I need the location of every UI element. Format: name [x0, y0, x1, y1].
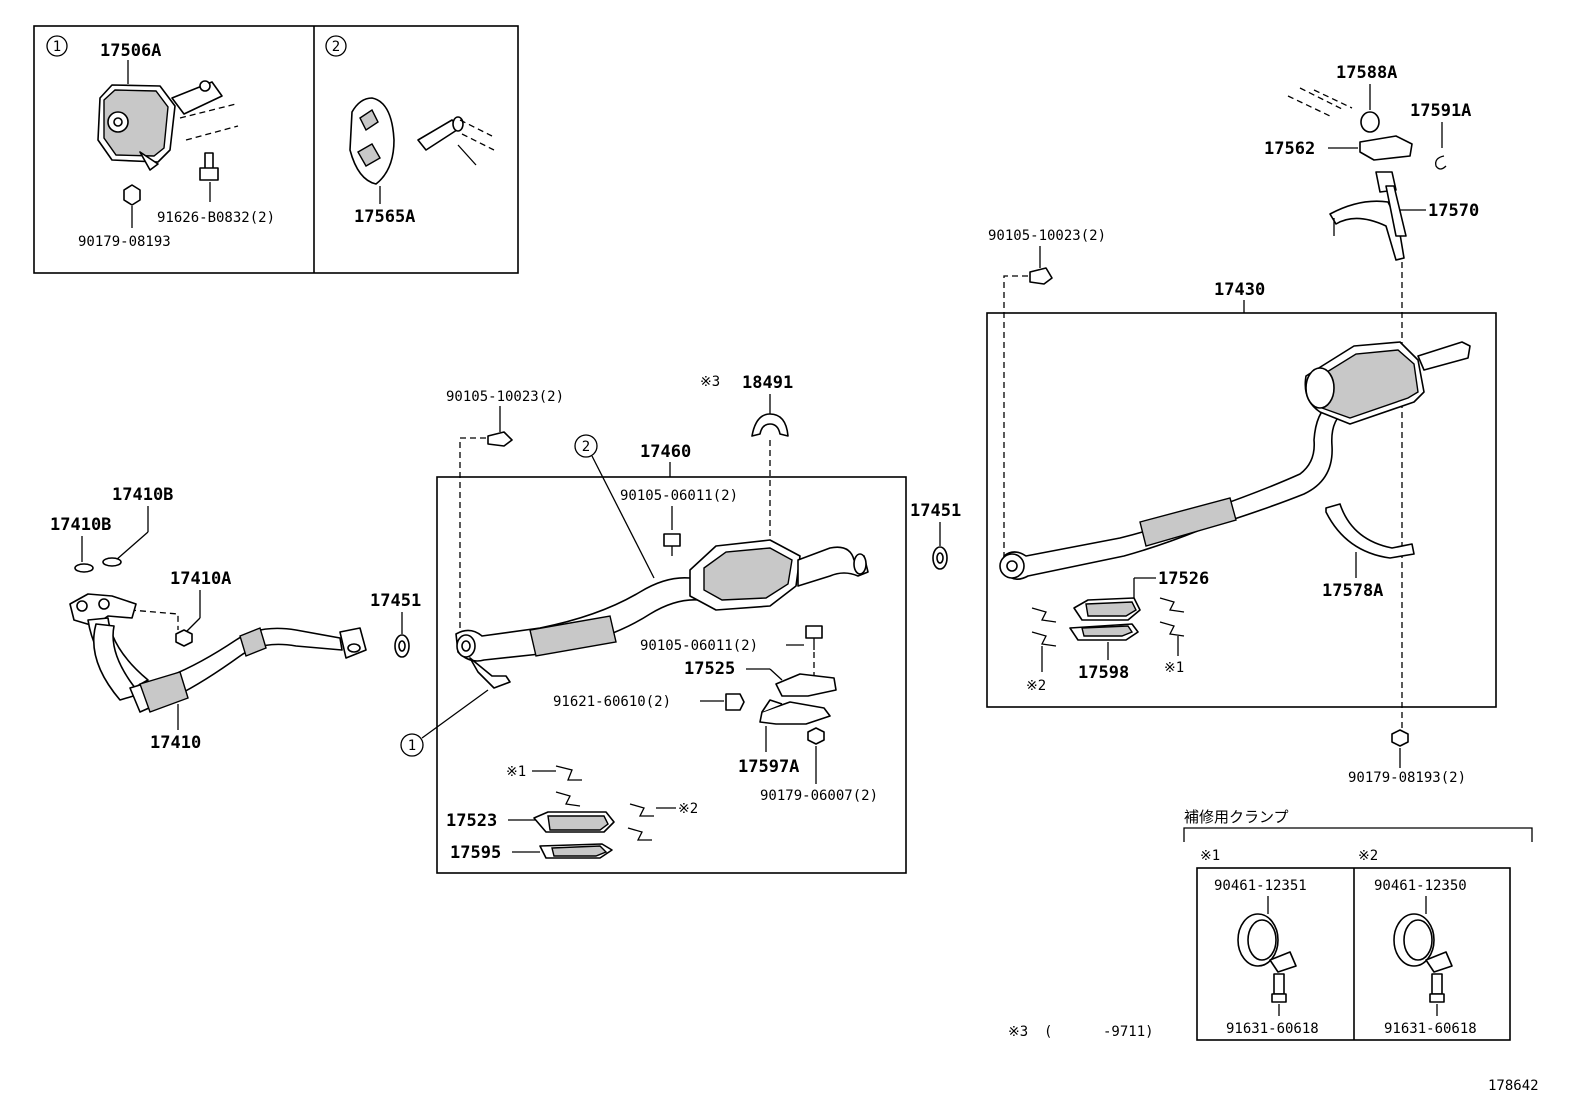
label-17506A: 17506A [100, 41, 161, 61]
inset-boxes [33, 25, 519, 274]
callout-marker-2 [574, 434, 598, 458]
cushion-17588A [1360, 111, 1380, 133]
gasket-17410B-a [74, 563, 94, 573]
label-91626-B0832: 91626-B0832(2) [157, 210, 275, 226]
bolt-90105-10023-tail [1029, 267, 1053, 285]
label-90105-06011-mid: 90105-06011(2) [620, 488, 738, 504]
label-90461-12351: 90461-12351 [1214, 878, 1307, 894]
label-90105-10023-tail: 90105-10023(2) [988, 228, 1106, 244]
label-17410: 17410 [150, 733, 201, 753]
label-17460: 17460 [640, 442, 691, 462]
tail-pipe-17430 [1003, 403, 1347, 580]
inset-2: 2 17565A [325, 35, 495, 227]
insulator-17597A [759, 701, 831, 725]
label-17410B-top: 17410B [112, 485, 173, 505]
label-17430: 17430 [1214, 280, 1265, 300]
label-90461-12350: 90461-12350 [1374, 878, 1467, 894]
gasket-right-group: 17451 [910, 501, 961, 570]
callout-marker-1-text: 1 [408, 738, 416, 754]
inset-1-marker: 1 [53, 39, 61, 55]
bolt-90105-10023-center [487, 431, 513, 447]
note-3-marker: ※3 [700, 374, 720, 390]
label-17525: 17525 [684, 659, 735, 679]
callout-marker-2-text: 2 [582, 439, 590, 455]
label-17591A: 17591A [1410, 101, 1471, 121]
gasket-left-group: 17451 [370, 591, 421, 658]
inset-frame [33, 25, 519, 274]
gasket-17410B-b [102, 557, 122, 567]
repair-clamps-group: 補修用クランプ ※1 ※2 90461-12351 91631-60618 90… [1183, 808, 1533, 1041]
clamp-marker-2-tail: ※2 [1026, 678, 1046, 694]
nut-17410A [175, 629, 193, 647]
bolt-91621-60610 [725, 693, 745, 711]
inset-1: 1 17506A 91626-B0832(2) 90179-08193 [46, 35, 275, 250]
tail-assembly-group: 17430 90105-10023(2) 17588A 17591A 17562… [986, 63, 1497, 786]
label-90179-08193-tail: 90179-08193(2) [1348, 770, 1466, 786]
diagram-id: 178642 [1488, 1078, 1539, 1094]
front-pipe-flange [69, 593, 137, 627]
footnote-text: ( -9711) [1044, 1024, 1154, 1040]
nut-90179-06007 [807, 727, 825, 745]
callout-marker-1 [400, 733, 424, 757]
center-assembly-frame [436, 476, 907, 874]
repair-clamp-mark-2: ※2 [1358, 848, 1378, 864]
label-17410A: 17410A [170, 569, 231, 589]
label-17598: 17598 [1078, 663, 1129, 683]
center-assembly-group: 17460 90105-10023(2) ※3 18491 2 90105-06… [400, 373, 907, 874]
label-17588A: 17588A [1336, 63, 1397, 83]
label-17410B-left: 17410B [50, 515, 111, 535]
bracket-17578A [1325, 503, 1415, 559]
clamp-marker-1-tail: ※1 [1164, 660, 1184, 676]
label-17565A: 17565A [354, 207, 415, 227]
front-pipe-group: 17410B 17410B 17410A 17410 [50, 485, 367, 753]
label-91631-60618-a: 91631-60618 [1226, 1021, 1319, 1037]
label-17597A: 17597A [738, 757, 799, 777]
label-90179-08193-inset: 90179-08193 [78, 234, 171, 250]
clamp-marker-2-center: ※2 [678, 801, 698, 817]
insulator-18491 [751, 413, 789, 437]
bolt-90105-06011-mid [663, 533, 681, 547]
clip-17591A [1435, 155, 1447, 170]
label-17595: 17595 [450, 843, 501, 863]
label-91631-60618-b: 91631-60618 [1384, 1021, 1477, 1037]
label-90105-10023-center: 90105-10023(2) [446, 389, 564, 405]
bracket-17562 [1359, 135, 1413, 161]
label-17523: 17523 [446, 811, 497, 831]
inset-2-marker: 2 [332, 39, 340, 55]
label-17526: 17526 [1158, 569, 1209, 589]
circle-marker-1 [46, 35, 68, 57]
bolt-90105-06011-lower [805, 625, 823, 639]
clamp-marker-1-center: ※1 [506, 764, 526, 780]
label-17578A: 17578A [1322, 581, 1383, 601]
label-17570: 17570 [1428, 201, 1479, 221]
label-17451-right: 17451 [910, 501, 961, 521]
circle-marker-2 [325, 35, 347, 57]
label-90105-06011-lower: 90105-06011(2) [640, 638, 758, 654]
footnote-mark: ※3 [1008, 1024, 1028, 1040]
label-17451-left: 17451 [370, 591, 421, 611]
label-90179-06007: 90179-06007(2) [760, 788, 878, 804]
label-17562: 17562 [1264, 139, 1315, 159]
nut-90179-08193-tail [1391, 729, 1409, 747]
label-18491: 18491 [742, 373, 793, 393]
repair-clamp-mark-1: ※1 [1200, 848, 1220, 864]
repair-clamp-title: 補修用クランプ [1184, 808, 1289, 826]
tail-assembly-frame [986, 312, 1497, 708]
heat-insulator-17525 [775, 673, 837, 697]
label-91621-60610: 91621-60610(2) [553, 694, 671, 710]
